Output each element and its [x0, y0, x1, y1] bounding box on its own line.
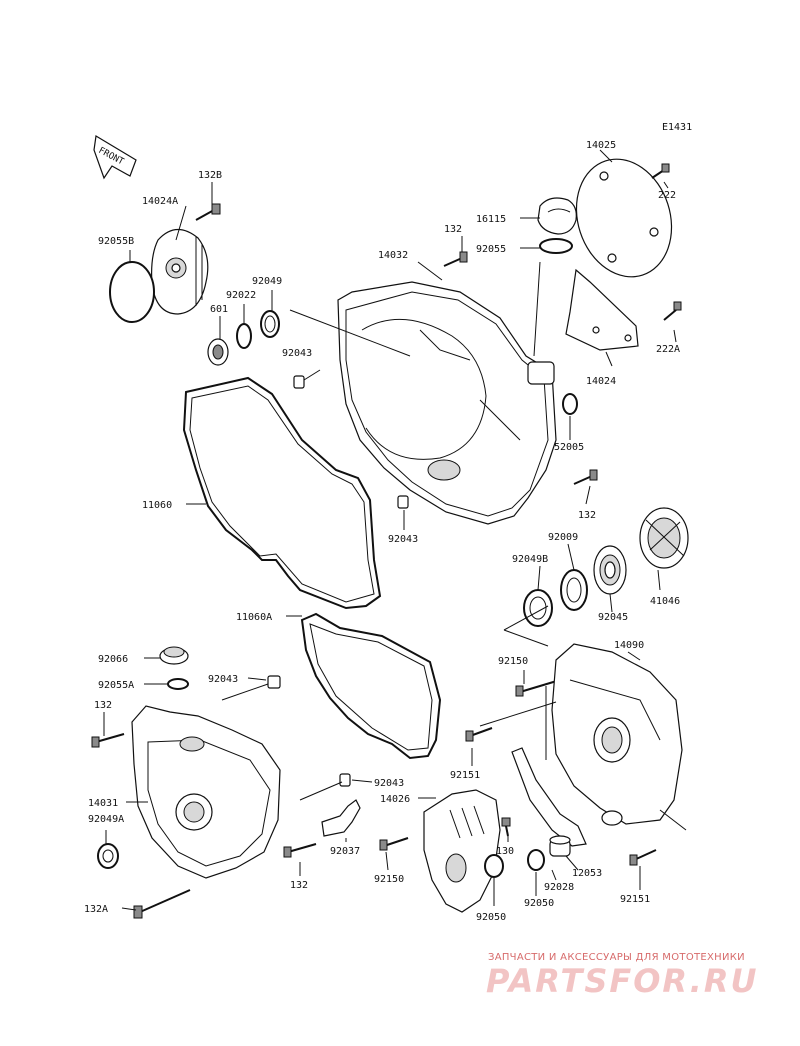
label-14024: 14024 — [586, 376, 616, 387]
label-132-right: 132 — [578, 510, 596, 521]
leader-lines — [103, 149, 687, 911]
label-92043-c: 92043 — [208, 674, 238, 685]
front-arrow: FRONT — [93, 135, 137, 180]
label-92151-mid: 92151 — [450, 770, 480, 781]
bearing-601 — [207, 338, 229, 366]
label-92055a: 92055A — [98, 680, 134, 691]
label-14090: 14090 — [614, 640, 644, 651]
label-92049: 92049 — [252, 276, 282, 287]
label-11060a: 11060A — [236, 612, 272, 623]
clamp-92037 — [321, 799, 361, 837]
label-14024a: 14024A — [142, 196, 178, 207]
label-14032: 14032 — [378, 250, 408, 261]
plug-92066 — [159, 646, 189, 665]
one-way-clutch-41046 — [639, 507, 689, 569]
label-92150-top: 92150 — [498, 656, 528, 667]
bearing-92045 — [593, 545, 627, 595]
label-92028: 92028 — [544, 882, 574, 893]
oil-seal-92049 — [260, 310, 280, 338]
round-cover-14025 — [575, 158, 673, 278]
label-222: 222 — [658, 190, 676, 201]
chain-guide — [511, 747, 587, 847]
label-92043-b: 92043 — [388, 534, 418, 545]
bolt-132b — [195, 203, 221, 221]
bolt-132-a — [443, 251, 468, 267]
label-16115: 16115 — [476, 214, 506, 225]
label-92043-d: 92043 — [374, 778, 404, 789]
screw-222 — [651, 163, 670, 179]
label-132-top: 132 — [444, 224, 462, 235]
label-132-left: 132 — [94, 700, 112, 711]
bolt-132-b — [573, 469, 598, 485]
oil-seal-92049a — [97, 843, 119, 869]
watermark-tagline: ЗАПЧАСТИ И АКСЕССУАРЫ ДЛЯ МОТОТЕХНИКИ — [488, 952, 745, 963]
clutch-cover-14032 — [337, 281, 557, 525]
gasket-11060 — [182, 376, 382, 610]
filler-cap-16115 — [537, 197, 577, 235]
label-11060: 11060 — [142, 500, 172, 511]
washer-92050-a — [484, 854, 504, 878]
gasket-11060a — [300, 612, 442, 760]
bolt-92151-a — [465, 727, 493, 742]
label-92043-a: 92043 — [282, 348, 312, 359]
label-12053: 12053 — [572, 868, 602, 879]
label-132a: 132A — [84, 904, 108, 915]
dowel-92043-c — [267, 675, 281, 689]
label-92150-bottom: 92150 — [374, 874, 404, 885]
dowel-92043-a — [293, 375, 305, 389]
cover-14031 — [131, 705, 281, 879]
bolt-132-c — [91, 733, 125, 748]
ring-92022 — [236, 323, 252, 349]
label-92009: 92009 — [548, 532, 578, 543]
label-92066: 92066 — [98, 654, 128, 665]
cover-14090 — [551, 643, 683, 826]
label-130: 130 — [496, 846, 514, 857]
bolt-130 — [501, 817, 511, 837]
label-92022: 92022 — [226, 290, 256, 301]
label-14025: 14025 — [586, 140, 616, 151]
collar-92028 — [549, 835, 571, 857]
bolt-92150-a — [379, 837, 409, 851]
bolt-92150-b — [515, 679, 561, 697]
label-52005: 52005 — [554, 442, 584, 453]
label-92050-right: 92050 — [524, 898, 554, 909]
label-14026: 14026 — [380, 794, 410, 805]
label-41046: 41046 — [650, 596, 680, 607]
dowel-92043-b — [397, 495, 409, 509]
washer-92050-b — [527, 849, 545, 871]
seal-52005 — [562, 393, 578, 415]
bolt-132a — [133, 889, 191, 919]
label-92049b: 92049B — [512, 554, 548, 565]
label-92050-left: 92050 — [476, 912, 506, 923]
label-222a: 222A — [656, 344, 680, 355]
water-pump-cover-14024a — [151, 228, 209, 315]
label-92055b: 92055B — [98, 236, 134, 247]
label-132-bottom: 132 — [290, 880, 308, 891]
o-ring-92055a — [167, 678, 189, 690]
label-132b: 132B — [198, 170, 222, 181]
diagram-code: E1431 — [662, 122, 692, 133]
ring-92009 — [560, 569, 588, 611]
o-ring-92055 — [539, 238, 573, 254]
bracket-14024 — [565, 268, 639, 351]
label-92045: 92045 — [598, 612, 628, 623]
label-92049a: 92049A — [88, 814, 124, 825]
dowel-92043-d — [339, 773, 351, 787]
label-14031: 14031 — [88, 798, 118, 809]
label-92037: 92037 — [330, 846, 360, 857]
o-ring-92055b — [109, 261, 155, 323]
bolt-92151-b — [629, 849, 657, 866]
label-601: 601 — [210, 304, 228, 315]
label-92055: 92055 — [476, 244, 506, 255]
screw-222a — [663, 301, 682, 321]
sprocket-cover-14026 — [423, 789, 501, 913]
watermark-logo: PARTSFOR.RU — [486, 962, 759, 1000]
oil-seal-92049b — [523, 589, 553, 627]
bolt-132-d — [283, 843, 317, 858]
label-92151-bottom: 92151 — [620, 894, 650, 905]
